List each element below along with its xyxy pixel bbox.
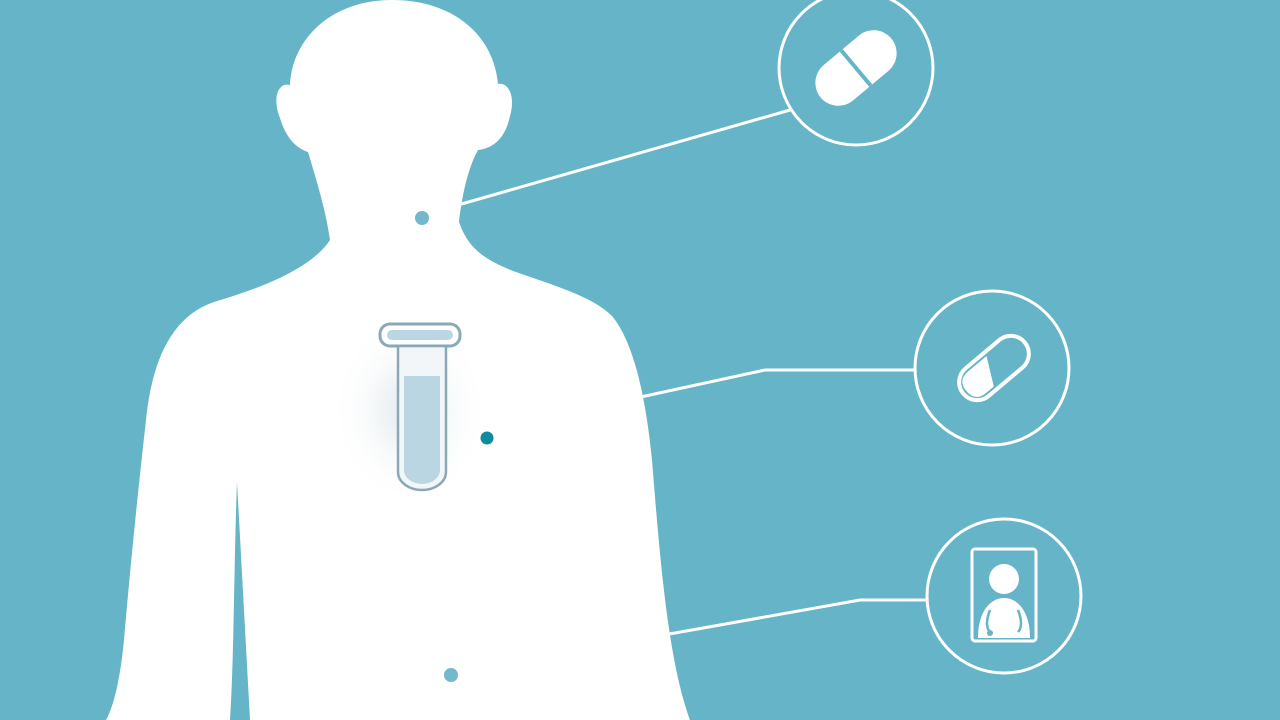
callout-pill [777, 0, 935, 147]
bandage-pad [962, 355, 994, 397]
body-markers [415, 211, 494, 682]
tube-cap-inner [387, 330, 453, 340]
pill-divider [839, 49, 873, 87]
bandage-outline [957, 333, 1031, 403]
doctor-portrait-icon [970, 547, 1038, 643]
tube-liquid [404, 376, 440, 484]
portrait-frame [970, 547, 1038, 643]
callout-doctor [925, 517, 1083, 675]
doctor-head [989, 564, 1019, 594]
doctor-body [978, 598, 1030, 638]
pill-capsule-icon [815, 30, 897, 106]
neck-marker [415, 211, 429, 225]
bandage-icon [957, 333, 1031, 403]
stethoscope-bell [987, 630, 993, 636]
abdomen-marker [444, 668, 458, 682]
connector-line-pill [457, 108, 791, 207]
callout-bandage [913, 289, 1071, 447]
callout-circles [777, 0, 1083, 675]
chest-marker [480, 431, 494, 445]
connector-line-bandage [635, 368, 915, 400]
test-tube-icon [330, 315, 490, 505]
